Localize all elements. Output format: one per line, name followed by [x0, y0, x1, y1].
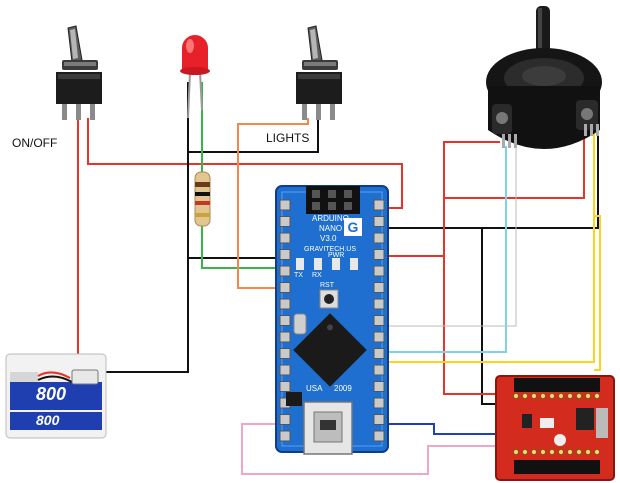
- xbee-pin-holes: [512, 392, 601, 456]
- right-pin-header: [373, 199, 385, 442]
- header-pin: [279, 298, 291, 310]
- wire-yellow-xbee: [594, 215, 601, 371]
- wire-blue-data: [386, 423, 500, 435]
- lights-label: LIGHTS: [266, 131, 310, 145]
- wire-black-battery-ground: [100, 257, 278, 373]
- wire-red-joystick-5v: [444, 128, 585, 199]
- battery-capacity-bottom: 800: [36, 412, 60, 428]
- arduino-rst-label: RST: [320, 282, 334, 289]
- xbee-pin-hole: [575, 392, 583, 400]
- xbee-pin-hole: [575, 448, 583, 456]
- header-pin: [279, 265, 291, 277]
- xbee-pin-hole: [539, 448, 547, 456]
- arduino-rx-label: RX: [312, 272, 322, 279]
- xbee-pin-hole: [530, 448, 538, 456]
- xbee-pin-hole: [557, 448, 565, 456]
- header-pin: [373, 430, 385, 442]
- xbee-pin-hole: [521, 392, 529, 400]
- xbee-pin-hole: [584, 448, 592, 456]
- wire-red-switch-to-vin: [87, 118, 403, 209]
- header-pin: [373, 364, 385, 376]
- header-pin: [279, 364, 291, 376]
- wire-orange-lights: [237, 118, 309, 289]
- wire-red-5v-xbee: [443, 256, 500, 395]
- header-pin: [373, 199, 385, 211]
- on-off-label: ON/OFF: [12, 136, 58, 150]
- xbee-pin-hole: [548, 448, 556, 456]
- xbee-pin-hole: [530, 392, 538, 400]
- arduino-model-label: NANO: [319, 224, 343, 233]
- header-pin: [373, 331, 385, 343]
- header-pin: [373, 216, 385, 227]
- header-pin: [279, 232, 291, 244]
- header-pin: [279, 249, 291, 260]
- icsp-pins: [312, 190, 352, 210]
- header-pin: [373, 315, 385, 326]
- arduino-tx-label: TX: [294, 272, 303, 279]
- arduino-pwr-label: PWR: [328, 252, 345, 259]
- wire-yellow-joystick-btn: [386, 128, 595, 363]
- wire-black-joystick-gnd: [482, 128, 599, 229]
- lipo-battery: [5, 353, 107, 439]
- header-pin: [279, 331, 291, 343]
- arduino-maker-label: GRAVITECH.US: [304, 246, 356, 253]
- header-pin: [279, 381, 291, 392]
- wire-pink-data: [241, 423, 500, 475]
- wire-black-lights-switch: [188, 118, 319, 153]
- header-pin: [279, 430, 291, 442]
- xbee-pin-hole: [593, 392, 601, 400]
- joystick: [486, 6, 602, 149]
- arduino-name-label: ARDUINO: [312, 214, 349, 223]
- wire-green-resistor-to-pin: [201, 224, 280, 269]
- header-pin: [373, 298, 385, 310]
- header-pin: [279, 414, 291, 425]
- xbee-pin-hole: [593, 448, 601, 456]
- header-pin: [279, 315, 291, 326]
- xbee-pin-hole: [512, 392, 520, 400]
- xbee-pin-hole: [512, 448, 520, 456]
- header-pin: [373, 265, 385, 277]
- arduino-year-label: 2009: [334, 384, 352, 393]
- arduino-country-label: USA: [306, 384, 323, 393]
- arduino-version-label: V3.0: [320, 234, 337, 243]
- xbee-pin-hole: [539, 392, 547, 400]
- xbee-pin-hole: [548, 392, 556, 400]
- header-pin: [373, 282, 385, 293]
- lights-switch: [296, 25, 342, 120]
- led-light: [180, 35, 210, 119]
- battery-capacity-top: 800: [36, 384, 67, 404]
- left-pin-header: [279, 199, 291, 442]
- resistor: [194, 171, 211, 227]
- header-pin: [373, 249, 385, 260]
- arduino-logo-icon: G: [344, 218, 362, 236]
- header-pin: [279, 348, 291, 359]
- wire-cyan-joystick-x: [386, 146, 507, 353]
- header-pin: [373, 232, 385, 244]
- header-pin: [373, 381, 385, 392]
- xbee-pin-hole: [584, 392, 592, 400]
- header-pin: [279, 216, 291, 227]
- on-off-switch: [56, 25, 102, 120]
- wire-black-gnd-bus: [386, 227, 500, 405]
- header-pin: [279, 282, 291, 293]
- xbee-pin-hole: [566, 448, 574, 456]
- wire-white-joystick-y: [386, 146, 517, 327]
- arduino-nano: [275, 185, 389, 455]
- header-pin: [373, 348, 385, 359]
- header-pin: [373, 397, 385, 409]
- header-pin: [279, 199, 291, 211]
- xbee-pin-hole: [557, 392, 565, 400]
- xbee-pin-hole: [566, 392, 574, 400]
- xbee-pin-hole: [521, 448, 529, 456]
- xbee-adapter: [495, 375, 615, 481]
- header-pin: [373, 414, 385, 425]
